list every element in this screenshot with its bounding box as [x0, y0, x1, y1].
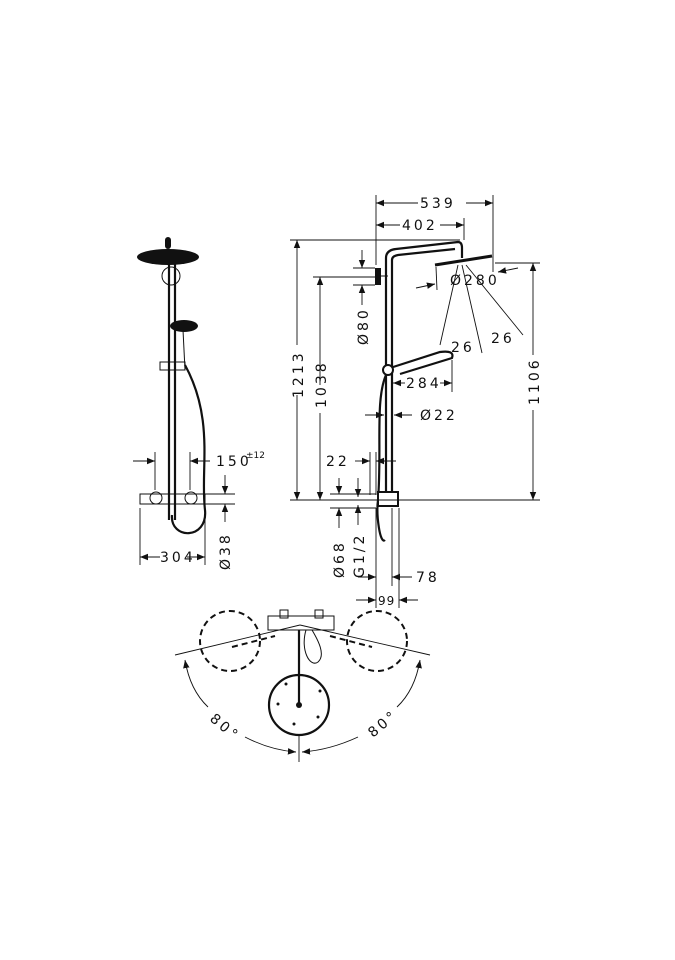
dim-spacing: 150: [216, 454, 252, 470]
dim-height-total: 1213: [291, 350, 307, 398]
swivel-range-left: [199, 610, 261, 672]
dim-depth-99: 99: [378, 594, 395, 608]
dim-offset: 22: [326, 454, 350, 470]
dim-thread: G1/2: [352, 533, 368, 578]
dim-spacing-tolerance: ±12: [246, 451, 265, 461]
dim-handshower: 284: [406, 376, 442, 392]
front-view: 150 ±12 304 Ø38: [133, 237, 265, 570]
dim-arm-reach: 402: [402, 218, 438, 234]
dim-angle-right: 26: [491, 331, 515, 347]
dim-angle-left: 26: [451, 340, 475, 356]
dim-head-diameter: Ø280: [450, 273, 500, 289]
overhead-shower-icon: [137, 249, 199, 265]
thermostat-top: [267, 615, 335, 631]
dim-thermostat-diameter: Ø38: [218, 532, 234, 570]
dim-wall-mount: Ø80: [356, 307, 372, 345]
dim-height-mount: 1038: [314, 360, 330, 408]
dim-depth-78: 78: [416, 570, 440, 586]
thermostat-side: [377, 491, 399, 507]
dim-reach-total: 539: [420, 196, 456, 212]
side-view: 539 402 1213 1038 1106 Ø80 Ø280 26 26: [290, 195, 543, 608]
top-view: 80° 80°: [174, 609, 431, 762]
angle-left-label: 80°: [206, 711, 242, 745]
dim-connection: Ø68: [332, 540, 348, 578]
overhead-shower-plate: [434, 254, 493, 267]
dim-width: 304: [160, 550, 196, 566]
dim-pipe: Ø22: [420, 408, 458, 424]
swivel-range-right: [346, 610, 408, 672]
hand-shower: [389, 350, 454, 376]
dim-height-head: 1106: [527, 357, 543, 405]
wall-bracket: [375, 268, 381, 285]
angle-right-label: 80°: [365, 707, 401, 741]
thermostat-bar: [139, 493, 206, 505]
hand-shower-icon: [170, 320, 198, 332]
